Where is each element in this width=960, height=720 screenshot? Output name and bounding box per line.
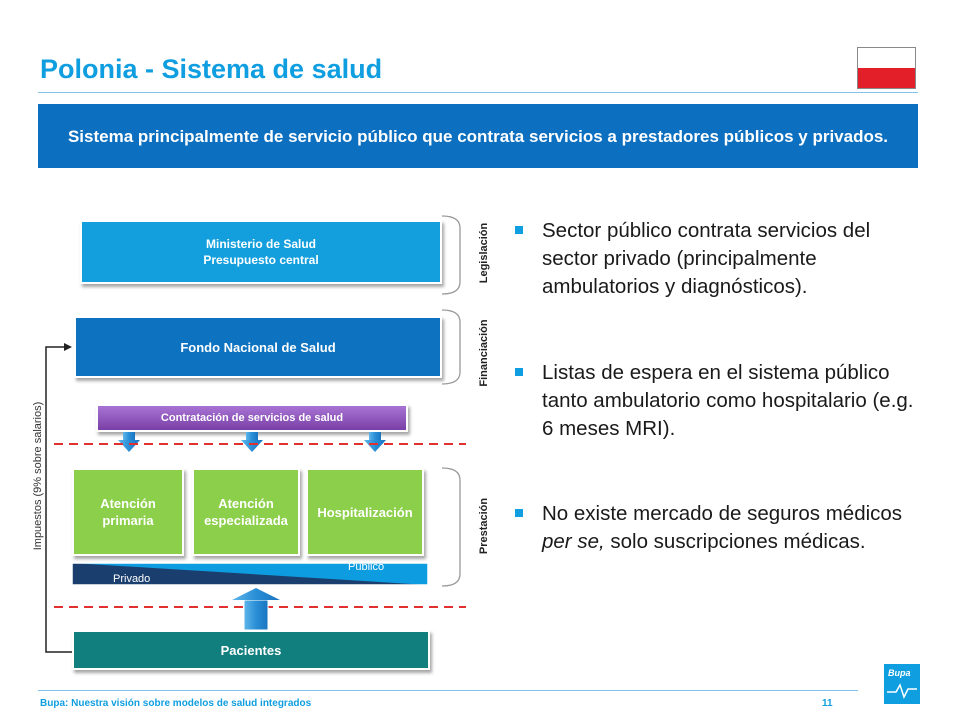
prestacion-label: Prestación [478, 497, 490, 555]
impuestos-label: Impuestos (9% sobre salarios) [32, 401, 44, 551]
pacientes-box: Pacientes [72, 630, 430, 670]
poland-flag-icon [857, 47, 916, 89]
privado-label: Privado [113, 573, 151, 585]
atencion-primaria-label-1: Atención [100, 496, 156, 511]
square-bullet-icon [515, 368, 523, 376]
atencion-especializada-label-1: Atención [218, 496, 274, 511]
arrow-down-icon [118, 432, 140, 452]
impuestos-loop-arrow [45, 343, 72, 653]
bullet-item: No existe mercado de seguros médicos per… [515, 500, 915, 556]
bullet-item: Listas de espera en el sistema público t… [515, 359, 915, 443]
bullet-item: Sector público contrata servicios del se… [515, 217, 915, 301]
arrow-up-icon [232, 588, 280, 631]
bupa-logo-text: Bupa [888, 668, 911, 678]
bullet-text-pre: No existe mercado de seguros médicos [542, 502, 903, 525]
bullet-text: No existe mercado de seguros médicos per… [542, 500, 915, 556]
atencion-especializada-box: Atención especializada [192, 468, 300, 556]
title-underline [38, 92, 918, 93]
square-bullet-icon [515, 509, 523, 517]
page-number: 11 [822, 698, 833, 709]
financiacion-label: Financiación [478, 319, 490, 387]
bracket-legislacion [441, 215, 461, 295]
legislacion-label: Legislación [478, 222, 490, 284]
fondo-box: Fondo Nacional de Salud [74, 316, 442, 378]
bracket-prestacion [441, 467, 461, 587]
page-title: Polonia - Sistema de salud [40, 54, 383, 84]
atencion-primaria-box: Atención primaria [72, 468, 184, 556]
contratacion-bar: Contratación de servicios de salud [96, 404, 408, 432]
ministerio-box: Ministerio de Salud Presupuesto central [80, 220, 442, 284]
atencion-especializada-label-2: especializada [204, 513, 288, 528]
bullet-text: Listas de espera en el sistema público t… [542, 361, 914, 440]
footer-text: Bupa: Nuestra visión sobre modelos de sa… [40, 698, 312, 709]
heartbeat-icon [887, 683, 917, 699]
footer-line [38, 690, 858, 691]
bullet-text: Sector público contrata servicios del se… [542, 219, 871, 298]
arrow-down-icon [241, 432, 263, 452]
ministerio-label-2: Presupuesto central [203, 253, 319, 267]
arrow-down-icon [364, 432, 386, 452]
atencion-primaria-label-2: primaria [102, 513, 154, 528]
hospitalizacion-box: Hospitalización [306, 468, 424, 556]
summary-banner: Sistema principalmente de servicio públi… [38, 104, 918, 168]
bracket-financiacion [441, 309, 461, 385]
square-bullet-icon [515, 226, 523, 234]
ministerio-label-1: Ministerio de Salud [205, 237, 316, 251]
publico-privado-bar [71, 562, 429, 586]
bullet-text-post: solo suscripciones médicas. [604, 530, 866, 553]
bupa-logo: Bupa [884, 664, 920, 704]
publico-label: Público [348, 561, 385, 573]
bullet-text-italic: per se, [542, 530, 605, 553]
